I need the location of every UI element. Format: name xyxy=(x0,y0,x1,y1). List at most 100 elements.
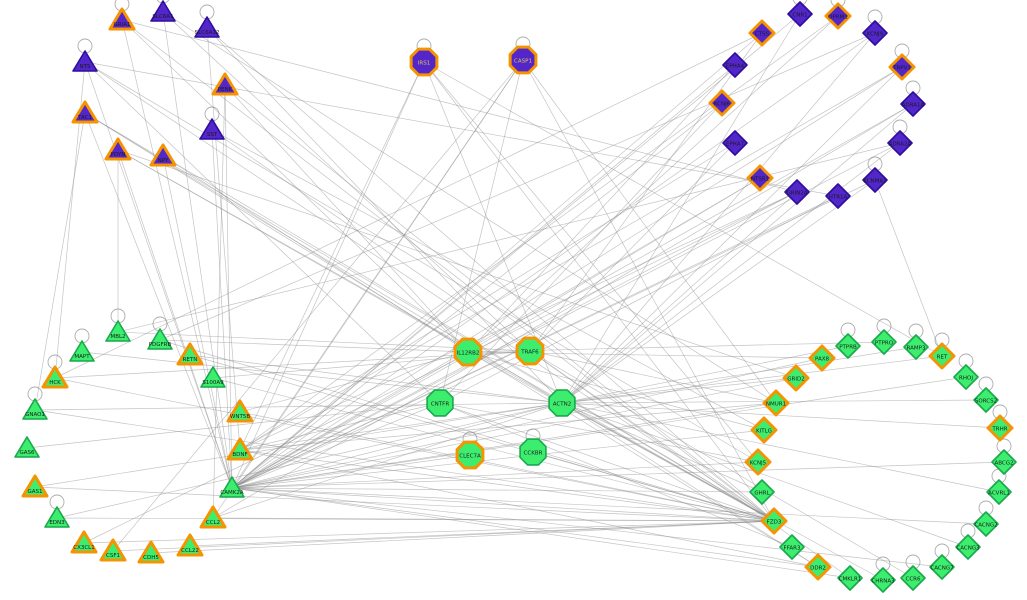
node-RAMP3[interactable] xyxy=(903,334,929,360)
node-NTS[interactable] xyxy=(72,50,98,72)
edge-NTS-CAMK2A xyxy=(84,61,233,489)
node-ADRA1A[interactable] xyxy=(900,91,926,117)
node-GRIN2A[interactable] xyxy=(784,179,810,205)
node-FZD3[interactable] xyxy=(760,507,788,535)
node-NPY[interactable] xyxy=(149,143,177,167)
edge-ACVRL1-ACTN2 xyxy=(561,402,1000,493)
node-ABCG2[interactable] xyxy=(991,449,1017,475)
node-HCK[interactable] xyxy=(41,365,69,389)
node-GAS1[interactable] xyxy=(21,474,49,498)
node-CCL2[interactable] xyxy=(199,505,227,529)
node-CHRNA3[interactable] xyxy=(870,567,896,593)
node-IRS1[interactable] xyxy=(409,47,439,77)
node-WNT5B[interactable] xyxy=(226,399,254,423)
node-PDYN[interactable] xyxy=(104,137,132,161)
node-TAC1[interactable] xyxy=(71,100,99,124)
node-CCR6[interactable] xyxy=(900,565,926,591)
node-CCKBR[interactable] xyxy=(519,438,547,466)
node-IL12RB2[interactable] xyxy=(453,337,483,367)
node-NMUR1[interactable] xyxy=(762,389,790,417)
node-PTPRO[interactable] xyxy=(871,329,897,355)
node-TRHR[interactable] xyxy=(986,414,1014,442)
node-GAS6[interactable] xyxy=(14,436,40,458)
edge-GHRL-ACTN2 xyxy=(561,402,763,493)
node-TRPV1[interactable] xyxy=(888,53,916,81)
edge-PDYN-GRID2 xyxy=(117,149,797,379)
node-KCNJ6[interactable] xyxy=(708,89,736,117)
node-BDNF[interactable] xyxy=(226,437,254,461)
edge-KCNJ9-ACTN2 xyxy=(561,32,876,404)
edge-IRS1-KCNJ5 xyxy=(423,61,759,463)
edge-GRIA1-CAMK2A xyxy=(121,19,233,489)
node-RHOJ[interactable] xyxy=(953,364,979,390)
edge-EDN3-ACTN2 xyxy=(56,402,563,519)
node-CTSS[interactable] xyxy=(748,19,776,47)
node-RETN[interactable] xyxy=(176,342,204,366)
node-RET[interactable] xyxy=(928,342,956,370)
node-KCNJ5[interactable] xyxy=(744,448,772,476)
edge-GRIN2A-BDNF xyxy=(239,191,798,451)
node-CACNG7[interactable] xyxy=(929,554,955,580)
node-CACNG2[interactable] xyxy=(973,511,999,537)
node-ADRA2A[interactable] xyxy=(887,130,913,156)
edge-BDNF-FZD3 xyxy=(239,449,775,522)
edge-CTSS-HCK xyxy=(54,32,763,379)
node-S100A9[interactable] xyxy=(200,366,226,388)
node-DDR2[interactable] xyxy=(804,553,832,581)
node-OPRM1[interactable] xyxy=(824,2,852,30)
node-GRID2[interactable] xyxy=(782,364,810,392)
node-PAX8[interactable] xyxy=(808,344,836,372)
edge-GRIN2A-CAMK2A xyxy=(231,191,798,489)
edge-NTS-KCNJ5 xyxy=(84,61,759,463)
node-MBL2[interactable] xyxy=(105,320,131,342)
node-EPHA7[interactable] xyxy=(722,130,748,156)
edge-TAC1-FZD3 xyxy=(84,112,775,522)
node-SLC6A1[interactable] xyxy=(150,0,176,22)
node-KCNJ9[interactable] xyxy=(862,20,888,46)
node-GNAO1[interactable] xyxy=(22,398,48,420)
edge-GAS1-FZD3 xyxy=(34,486,775,522)
node-ACTN2[interactable] xyxy=(548,389,576,417)
edge-PDYN-ACTN2 xyxy=(117,149,563,404)
node-CX3CL1[interactable] xyxy=(70,530,98,554)
node-CMKLR1[interactable] xyxy=(837,565,863,591)
node-PENK[interactable] xyxy=(211,72,239,96)
edge-BDNF-NMUR1 xyxy=(239,402,777,451)
node-MAPT[interactable] xyxy=(69,340,95,362)
node-EDN3[interactable] xyxy=(44,506,70,528)
node-SLC6A12[interactable] xyxy=(194,16,220,38)
node-GHRL[interactable] xyxy=(749,479,775,505)
node-GRIA1[interactable] xyxy=(108,7,136,31)
node-FFAR3[interactable] xyxy=(779,534,805,560)
node-NTSR1[interactable] xyxy=(746,164,774,192)
node-TRAF6[interactable] xyxy=(515,336,545,366)
edge-PENK-IL12RB2 xyxy=(224,84,469,353)
node-CLEC7A[interactable] xyxy=(455,440,485,470)
node-ACVRL1[interactable] xyxy=(986,479,1012,505)
edge-CACNG2-CAMK2A xyxy=(231,487,987,525)
edge-CAMK2A-PAX8 xyxy=(231,357,823,489)
node-CASP1[interactable] xyxy=(508,45,538,75)
node-KCNMA1[interactable] xyxy=(862,167,888,193)
node-PTPRB[interactable] xyxy=(835,333,861,359)
node-HTR1A[interactable] xyxy=(825,183,851,209)
node-CNTFR[interactable] xyxy=(426,389,454,417)
node-CNR1[interactable] xyxy=(787,1,813,27)
node-KITLG[interactable] xyxy=(750,416,778,444)
node-CAMK2A[interactable] xyxy=(219,476,245,498)
node-EPHA4[interactable] xyxy=(722,52,748,78)
node-CDH5[interactable] xyxy=(137,540,165,564)
edge-ADRA2A-ACTN2 xyxy=(561,142,901,404)
edge-ADRA1A-CCL2 xyxy=(212,103,914,519)
node-CCL22[interactable] xyxy=(176,533,204,557)
node-SORCS2[interactable] xyxy=(973,387,999,413)
edge-KCNJ9-PDGFRB xyxy=(159,32,876,341)
node-SST[interactable] xyxy=(199,118,225,140)
edge-SLC6A1-CAMK2A xyxy=(162,11,233,489)
edge-CCKBR-FZD3 xyxy=(532,451,775,522)
node-CACNG3[interactable] xyxy=(955,534,981,560)
node-CSF1[interactable] xyxy=(99,538,127,562)
node-PDGFRB[interactable] xyxy=(147,328,173,350)
edge-DDR2-ACTN2 xyxy=(561,402,819,568)
